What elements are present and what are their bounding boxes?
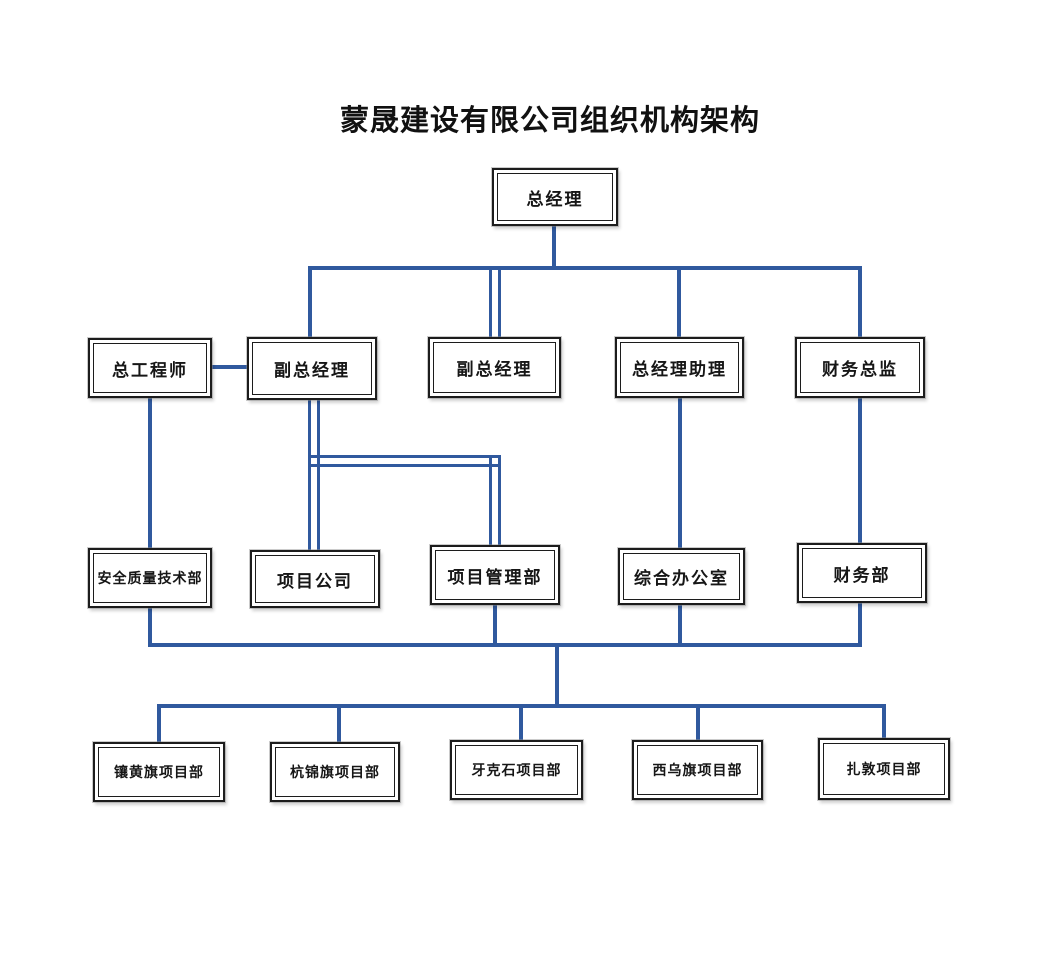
connector-line-double [308, 455, 501, 467]
org-node-general-office: 综合办公室 [618, 548, 745, 605]
org-node-project-company: 项目公司 [250, 550, 380, 608]
org-node-label: 总经理 [526, 189, 584, 209]
org-node-chief-engineer: 总工程师 [88, 338, 212, 398]
org-node-label: 项目公司 [277, 571, 353, 591]
org-node-yakeshi-project-dept: 牙克石项目部 [450, 740, 583, 800]
connector-line [493, 605, 497, 647]
org-node-xiwu-banner-project-dept: 西乌旗项目部 [632, 740, 763, 800]
org-node-label: 副总经理 [456, 360, 533, 379]
connector-line-double [489, 455, 501, 545]
connector-line-double [489, 266, 501, 337]
org-node-deputy-gm-1: 副总经理 [247, 337, 377, 400]
connector-line [858, 266, 862, 337]
connector-line [148, 643, 862, 647]
connector-line [157, 704, 161, 742]
org-node-safety-quality-tech-dept: 安全质量技术部 [88, 548, 212, 608]
org-node-general-manager: 总经理 [492, 168, 618, 226]
chart-title: 蒙晟建设有限公司组织机构架构 [339, 105, 760, 137]
org-node-label: 扎敦项目部 [846, 763, 922, 778]
connector-line [519, 704, 523, 740]
org-node-deputy-gm-2: 副总经理 [428, 337, 561, 398]
connector-line [678, 605, 682, 647]
connector-line [858, 603, 862, 647]
org-node-label: 总工程师 [112, 360, 188, 380]
org-node-label: 杭锦旗项目部 [290, 766, 380, 781]
org-node-hangjin-banner-project-dept: 杭锦旗项目部 [270, 742, 400, 802]
connector-line [212, 365, 247, 369]
connector-line-double [308, 400, 320, 550]
connector-line [148, 398, 152, 548]
org-node-label: 财务总监 [822, 360, 898, 379]
org-node-label: 财务部 [833, 565, 891, 585]
org-node-project-management-dept: 项目管理部 [430, 545, 560, 605]
connector-line [677, 266, 681, 337]
org-node-label: 综合办公室 [634, 569, 729, 588]
org-node-label: 项目管理部 [447, 567, 543, 587]
org-node-label: 西乌旗项目部 [652, 764, 743, 779]
org-node-xianghuang-banner-project-dept: 镶黄旗项目部 [93, 742, 225, 802]
connector-line [337, 704, 341, 742]
org-node-label: 镶黄旗项目部 [114, 766, 204, 781]
connector-line [555, 643, 559, 708]
connector-line [308, 266, 862, 270]
org-node-finance-dept: 财务部 [797, 543, 927, 603]
connector-line [308, 266, 312, 337]
org-node-label: 安全质量技术部 [97, 572, 203, 587]
connector-line [882, 704, 886, 738]
connector-line [552, 224, 556, 270]
org-node-finance-director: 财务总监 [795, 337, 925, 398]
org-node-zhadun-project-dept: 扎敦项目部 [818, 738, 950, 800]
connector-line [696, 704, 700, 740]
connector-line [678, 398, 682, 548]
connector-line [148, 608, 152, 647]
org-node-label: 牙克石项目部 [471, 764, 562, 779]
connector-line [858, 398, 862, 543]
org-node-label: 总经理助理 [632, 360, 727, 379]
org-node-label: 副总经理 [274, 361, 350, 380]
org-node-gm-assistant: 总经理助理 [615, 337, 744, 398]
